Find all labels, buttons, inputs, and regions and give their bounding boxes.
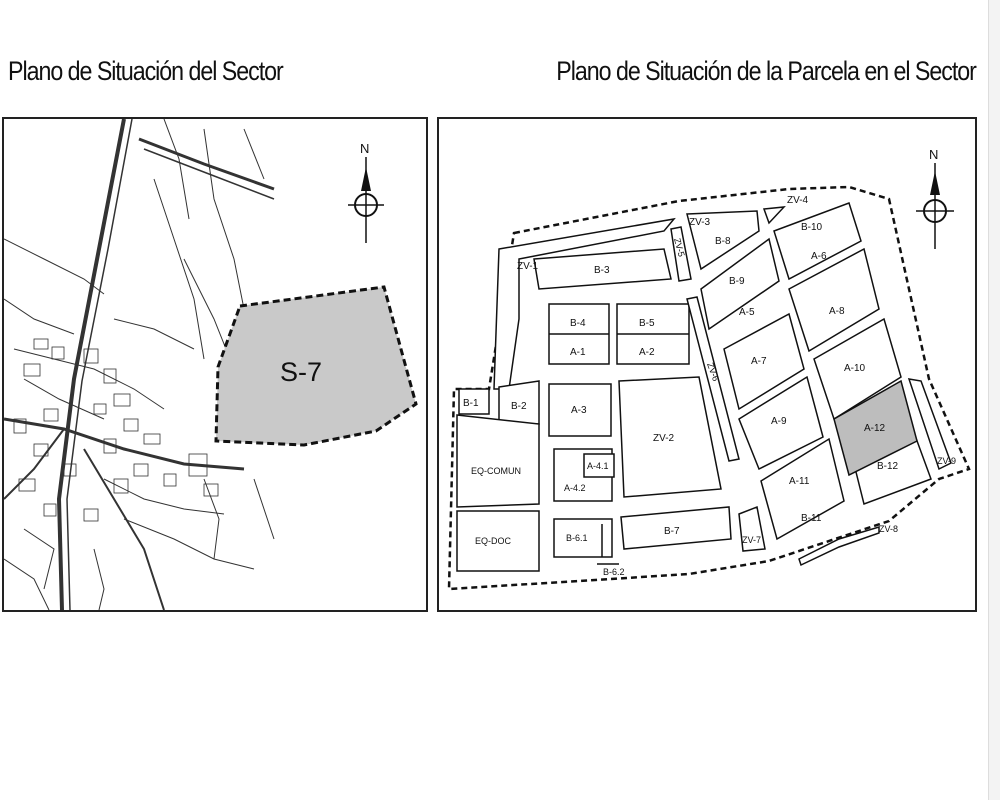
parcel-zv4 bbox=[762, 206, 786, 225]
label-a4-2: A-4.2 bbox=[564, 483, 586, 493]
label-b5: B-5 bbox=[639, 318, 655, 329]
label-a7: A-7 bbox=[751, 356, 767, 367]
label-b6-1: B-6.1 bbox=[566, 533, 588, 543]
parcel-b1 bbox=[458, 388, 490, 415]
label-a5: A-5 bbox=[739, 307, 755, 318]
label-a3: A-3 bbox=[571, 405, 587, 416]
title-sector-location: Plano de Situación del Sector bbox=[8, 56, 284, 86]
label-a6: A-6 bbox=[811, 251, 827, 262]
label-zv4: ZV-4 bbox=[787, 195, 809, 206]
label-b2: B-2 bbox=[511, 401, 527, 412]
map-parcel-location: ZV-1 B-3 ZV-5 ZV-3 B-8 ZV-4 B-10 A-6 B-9… bbox=[437, 117, 977, 612]
parcel-a7 bbox=[723, 312, 805, 411]
parcel-b8 bbox=[686, 210, 760, 271]
parcel-zv6 bbox=[686, 296, 740, 462]
parcel-b9-a5 bbox=[700, 237, 780, 331]
parcel-a10 bbox=[813, 317, 902, 421]
parcel-a8 bbox=[788, 247, 880, 353]
sector-parcel-svg: ZV-1 B-3 ZV-5 ZV-3 B-8 ZV-4 B-10 A-6 B-9… bbox=[447, 147, 971, 591]
parcel-b10-a6 bbox=[773, 202, 862, 281]
label-a9: A-9 bbox=[771, 416, 787, 427]
label-zv9: ZV-9 bbox=[937, 456, 956, 466]
label-zv1: ZV-1 bbox=[517, 261, 539, 272]
parcel-zv7 bbox=[738, 505, 766, 552]
label-b6-2: B-6.2 bbox=[603, 567, 625, 577]
parcel-zv2 bbox=[618, 376, 722, 498]
label-zv3: ZV-3 bbox=[689, 217, 711, 228]
label-a1: A-1 bbox=[570, 347, 586, 358]
label-b11: B-11 bbox=[801, 513, 822, 524]
label-b3: B-3 bbox=[594, 265, 610, 276]
label-a10: A-10 bbox=[844, 363, 866, 374]
parcel-zv8 bbox=[798, 525, 880, 567]
parcel-zv1 bbox=[493, 217, 676, 390]
north-arrow-icon: N bbox=[348, 141, 384, 243]
label-zv7: ZV-7 bbox=[742, 535, 761, 545]
label-eq-comun: EQ-COMUN bbox=[471, 466, 521, 476]
label-b8: B-8 bbox=[715, 236, 731, 247]
label-b12: B-12 bbox=[877, 461, 899, 472]
sector-s7-label: S-7 bbox=[280, 357, 322, 387]
svg-text:N: N bbox=[360, 141, 369, 156]
parcel-a11-b11 bbox=[760, 437, 845, 541]
label-b1: B-1 bbox=[463, 398, 479, 409]
parcel-a12-highlight bbox=[833, 379, 918, 477]
town-map-svg: S-7 N bbox=[4, 119, 418, 610]
label-b7: B-7 bbox=[664, 526, 680, 537]
label-eq-doc: EQ-DOC bbox=[475, 536, 512, 546]
parcel-zv5 bbox=[670, 226, 692, 282]
label-a4-1: A-4.1 bbox=[587, 461, 609, 471]
parcel-b7 bbox=[620, 506, 732, 550]
label-a2: A-2 bbox=[639, 347, 655, 358]
label-zv8: ZV-8 bbox=[879, 524, 898, 534]
label-a8: A-8 bbox=[829, 306, 845, 317]
parcel-a9 bbox=[738, 375, 824, 471]
label-zv2: ZV-2 bbox=[653, 433, 675, 444]
parcel-a3 bbox=[548, 383, 612, 437]
parcel-zv9 bbox=[907, 378, 952, 471]
parcel-eq-doc bbox=[456, 510, 540, 572]
sector-s7-area bbox=[214, 285, 418, 447]
label-zv5: ZV-5 bbox=[672, 237, 687, 258]
label-b9: B-9 bbox=[729, 276, 745, 287]
map-sector-location: S-7 N bbox=[2, 117, 428, 612]
svg-text:N: N bbox=[929, 147, 938, 162]
label-b4: B-4 bbox=[570, 318, 586, 329]
label-a12: A-12 bbox=[864, 423, 886, 434]
label-b10: B-10 bbox=[801, 222, 823, 233]
north-arrow-icon: N bbox=[916, 147, 954, 249]
title-parcel-location: Plano de Situación de la Parcela en el S… bbox=[556, 56, 977, 86]
parcel-b3 bbox=[533, 248, 672, 290]
label-a11: A-11 bbox=[789, 476, 810, 487]
parcel-eq-comun bbox=[456, 414, 540, 508]
scrollbar-track[interactable] bbox=[988, 0, 1000, 800]
